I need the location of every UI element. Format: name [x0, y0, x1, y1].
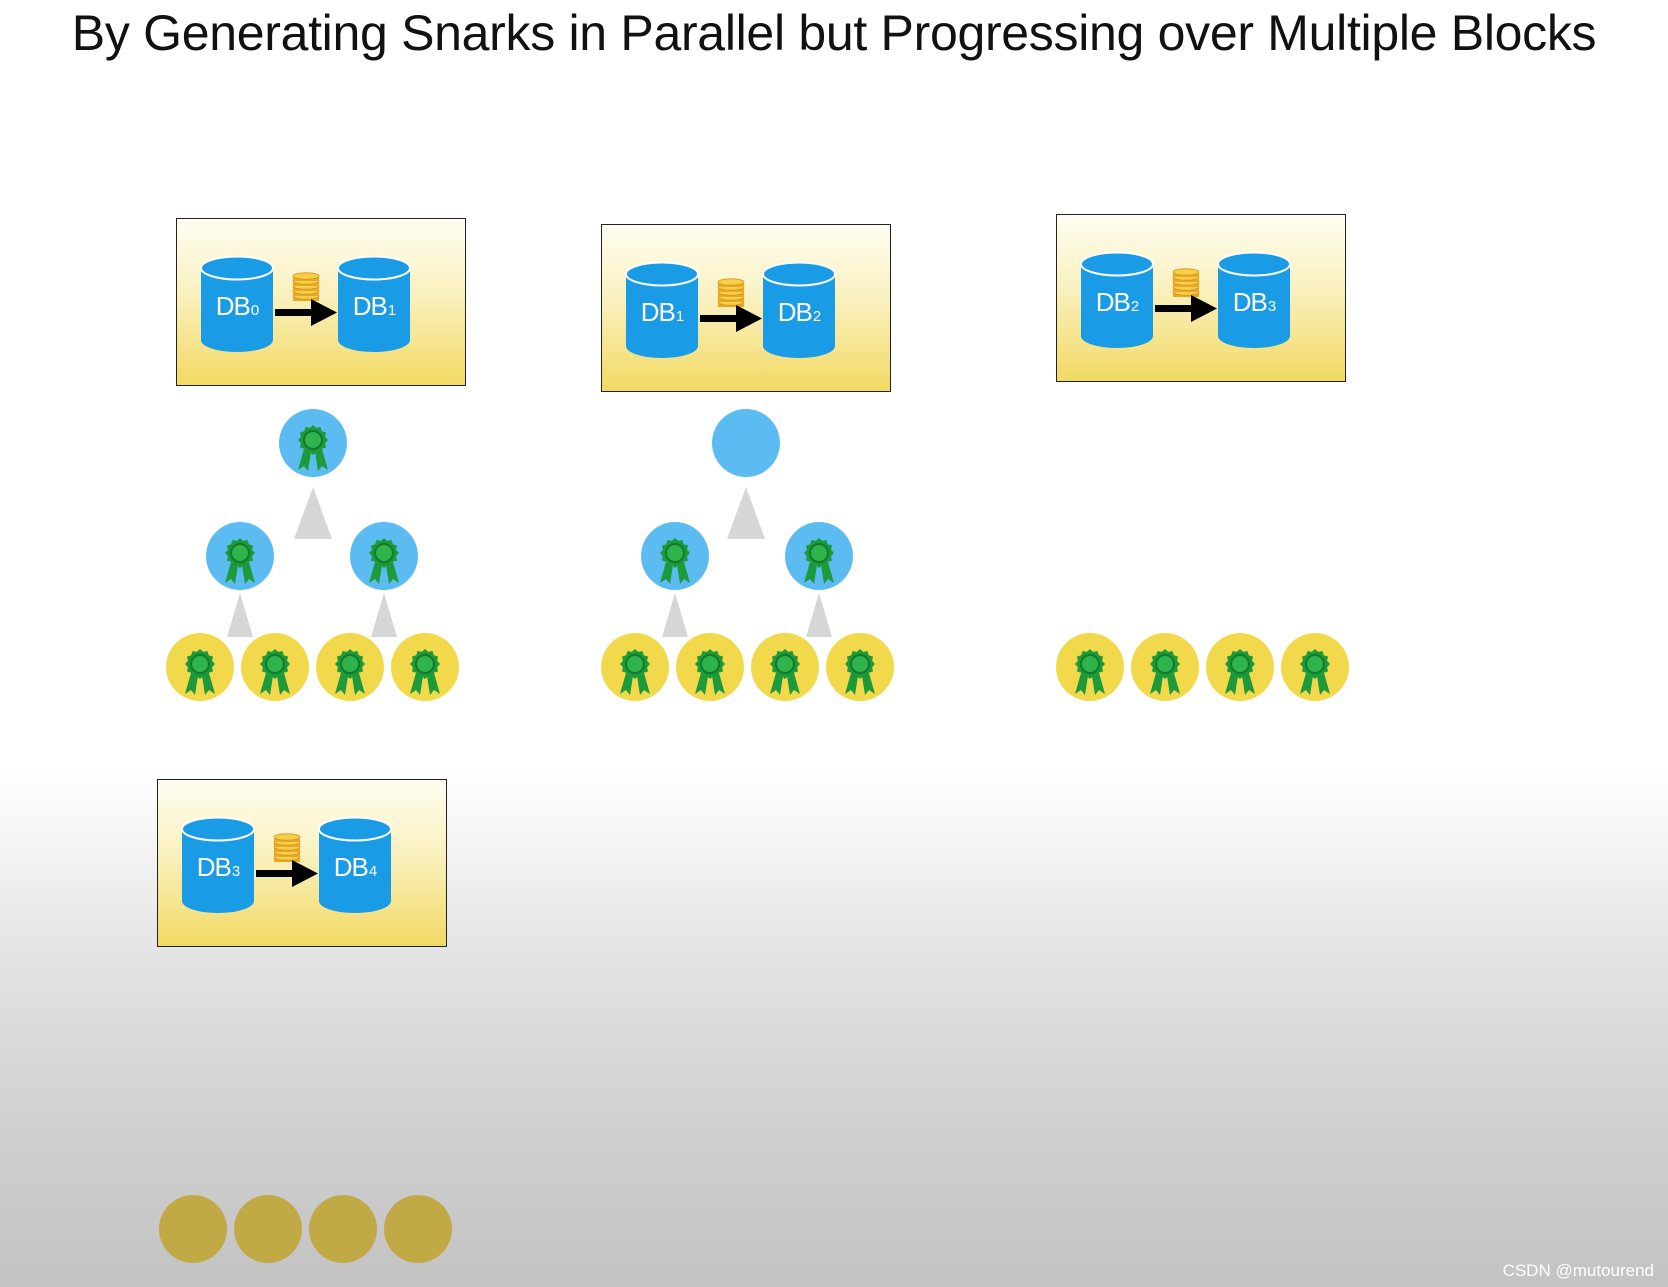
- leaf-snark-node: [241, 633, 309, 701]
- coin-stack-icon: [273, 833, 301, 862]
- database-icon: DB1: [336, 255, 412, 353]
- award-ribbon-icon: [1225, 649, 1255, 695]
- arrow-right-icon: [700, 305, 762, 332]
- coin-stack-icon: [717, 278, 745, 307]
- database-label-base: DB: [1232, 287, 1268, 317]
- award-ribbon-icon: [369, 538, 399, 584]
- root-snark-node: [279, 409, 347, 477]
- leaf-snark-node: [1131, 633, 1199, 701]
- database-icon: DB3: [1216, 251, 1292, 349]
- database-label-base: DB: [640, 297, 676, 327]
- mid-snark-node: [641, 522, 709, 590]
- coin-stack-icon: [292, 272, 320, 301]
- leaf-snark-node: [384, 1195, 452, 1263]
- award-ribbon-icon: [804, 538, 834, 584]
- merge-connector: [662, 593, 688, 637]
- database-label: DB2: [1079, 287, 1155, 318]
- database-label-base: DB: [196, 852, 232, 882]
- database-label-base: DB: [333, 852, 369, 882]
- database-icon: DB3: [180, 816, 256, 914]
- watermark: CSDN @mutourend: [1502, 1261, 1654, 1280]
- leaf-snark-node: [166, 633, 234, 701]
- award-ribbon-icon: [1150, 649, 1180, 695]
- database-label: DB3: [1216, 287, 1292, 318]
- coin-stack-icon: [1172, 268, 1200, 297]
- award-ribbon-icon: [845, 649, 875, 695]
- leaf-snark-node: [1281, 633, 1349, 701]
- merge-connector: [727, 487, 765, 539]
- arrow-right-icon: [1155, 295, 1217, 322]
- database-icon: DB4: [317, 816, 393, 914]
- database-label-subscript: 3: [231, 863, 240, 880]
- leaf-snark-node: [751, 633, 819, 701]
- leaf-snark-node: [391, 633, 459, 701]
- database-label: DB2: [761, 297, 837, 328]
- leaf-snark-node: [309, 1195, 377, 1263]
- database-label: DB4: [317, 852, 393, 883]
- database-label-subscript: 1: [675, 308, 684, 325]
- award-ribbon-icon: [660, 538, 690, 584]
- mid-snark-node: [785, 522, 853, 590]
- merge-connector: [294, 487, 332, 539]
- leaf-snark-node: [316, 633, 384, 701]
- database-label-subscript: 2: [812, 308, 821, 325]
- award-ribbon-icon: [335, 649, 365, 695]
- award-ribbon-icon: [260, 649, 290, 695]
- database-label: DB1: [336, 291, 412, 322]
- database-label-base: DB: [1095, 287, 1131, 317]
- database-label-base: DB: [215, 291, 251, 321]
- database-icon: DB2: [761, 261, 837, 359]
- database-icon: DB2: [1079, 251, 1155, 349]
- arrow-right-icon: [256, 860, 318, 887]
- database-label: DB3: [180, 852, 256, 883]
- leaf-snark-node: [234, 1195, 302, 1263]
- database-label-subscript: 2: [1130, 298, 1139, 315]
- leaf-snark-node: [1056, 633, 1124, 701]
- leaf-snark-node: [676, 633, 744, 701]
- database-label-subscript: 3: [1267, 298, 1276, 315]
- database-label-subscript: 0: [250, 302, 259, 319]
- merge-connector: [371, 593, 397, 637]
- arrow-right-icon: [275, 299, 337, 326]
- award-ribbon-icon: [298, 425, 328, 471]
- award-ribbon-icon: [770, 649, 800, 695]
- leaf-snark-node: [601, 633, 669, 701]
- database-label-subscript: 1: [387, 302, 396, 319]
- database-label: DB1: [624, 297, 700, 328]
- award-ribbon-icon: [1075, 649, 1105, 695]
- merge-connector: [806, 593, 832, 637]
- database-icon: DB0: [199, 255, 275, 353]
- award-ribbon-icon: [695, 649, 725, 695]
- leaf-snark-node: [1206, 633, 1274, 701]
- award-ribbon-icon: [185, 649, 215, 695]
- database-label: DB0: [199, 291, 275, 322]
- mid-snark-node: [350, 522, 418, 590]
- database-label-base: DB: [777, 297, 813, 327]
- award-ribbon-icon: [1300, 649, 1330, 695]
- award-ribbon-icon: [225, 538, 255, 584]
- merge-connector: [227, 593, 253, 637]
- mid-snark-node: [206, 522, 274, 590]
- database-label-base: DB: [352, 291, 388, 321]
- root-snark-node: [712, 409, 780, 477]
- database-icon: DB1: [624, 261, 700, 359]
- award-ribbon-icon: [620, 649, 650, 695]
- award-ribbon-icon: [410, 649, 440, 695]
- database-label-subscript: 4: [368, 863, 377, 880]
- leaf-snark-node: [159, 1195, 227, 1263]
- page-title: By Generating Snarks in Parallel but Pro…: [71, 5, 1597, 61]
- leaf-snark-node: [826, 633, 894, 701]
